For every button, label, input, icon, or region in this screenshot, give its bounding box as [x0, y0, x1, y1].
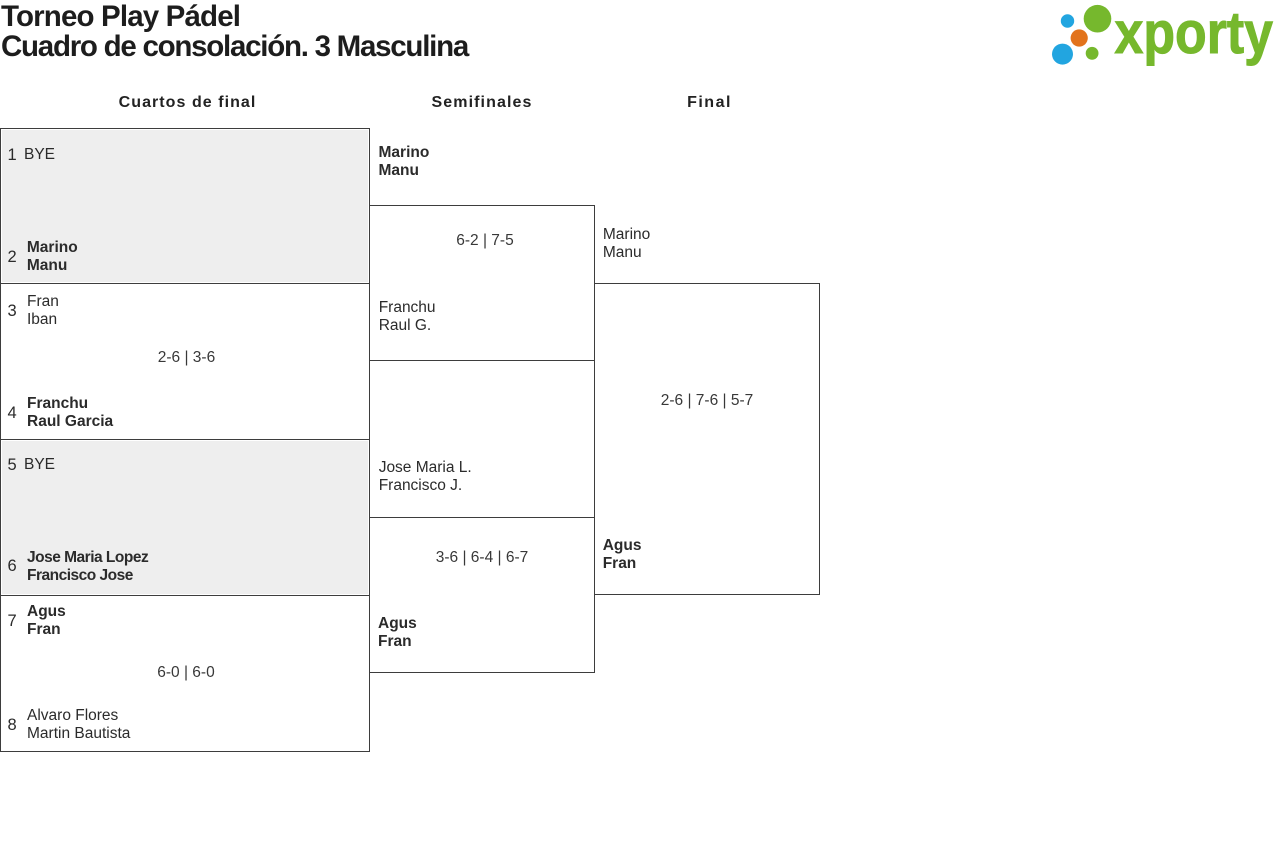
svg-text:xporty: xporty [1115, 0, 1274, 66]
